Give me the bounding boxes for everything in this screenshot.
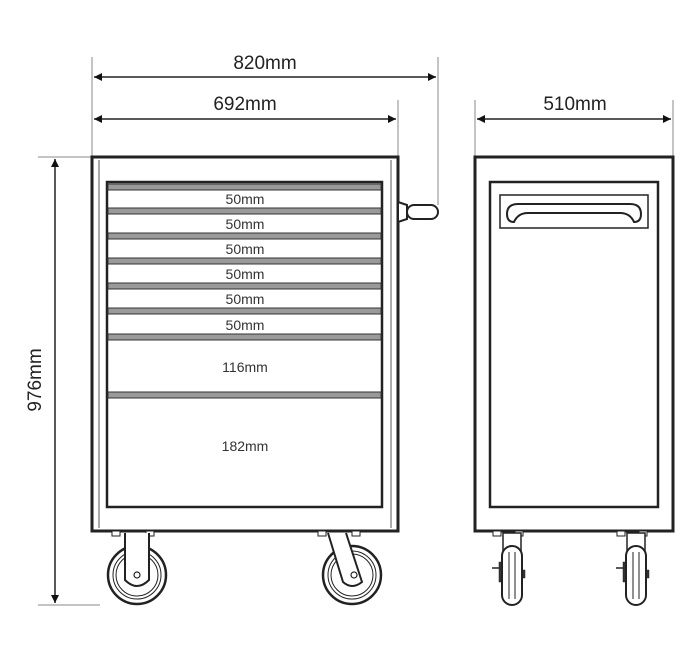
side-view xyxy=(473,155,675,606)
drawer-8-height: 182mm xyxy=(222,438,269,454)
depth-label: 510mm xyxy=(543,94,606,115)
drawer-1-height: 50mm xyxy=(226,191,265,207)
side-handle xyxy=(397,200,439,224)
drawer-3-height: 50mm xyxy=(226,241,265,257)
dimension-depth: 510mm xyxy=(477,94,671,123)
drawer-2-height: 50mm xyxy=(226,216,265,232)
drawer-4-height: 50mm xyxy=(226,266,265,282)
dimension-height: 976mm xyxy=(25,159,59,603)
drawer-strips xyxy=(107,183,382,399)
drawer-7-height: 116mm xyxy=(222,359,268,375)
dimension-body-width: 692mm xyxy=(94,94,396,123)
drawer-5-height: 50mm xyxy=(226,291,265,307)
body-width-label: 692mm xyxy=(213,94,276,115)
caster-left xyxy=(106,530,168,606)
front-view: 50mm 50mm 50mm 50mm 50mm 50mm 116mm 182m… xyxy=(90,155,439,606)
total-width-label: 820mm xyxy=(233,53,296,74)
dimension-total-width: 820mm xyxy=(94,53,436,81)
height-label: 976mm xyxy=(25,348,46,411)
push-handle xyxy=(499,194,649,229)
caster-right xyxy=(317,530,383,606)
drawer-6-height: 50mm xyxy=(226,317,265,333)
side-caster-right xyxy=(616,530,650,606)
side-caster-left xyxy=(492,530,526,606)
extension-lines xyxy=(38,57,674,606)
